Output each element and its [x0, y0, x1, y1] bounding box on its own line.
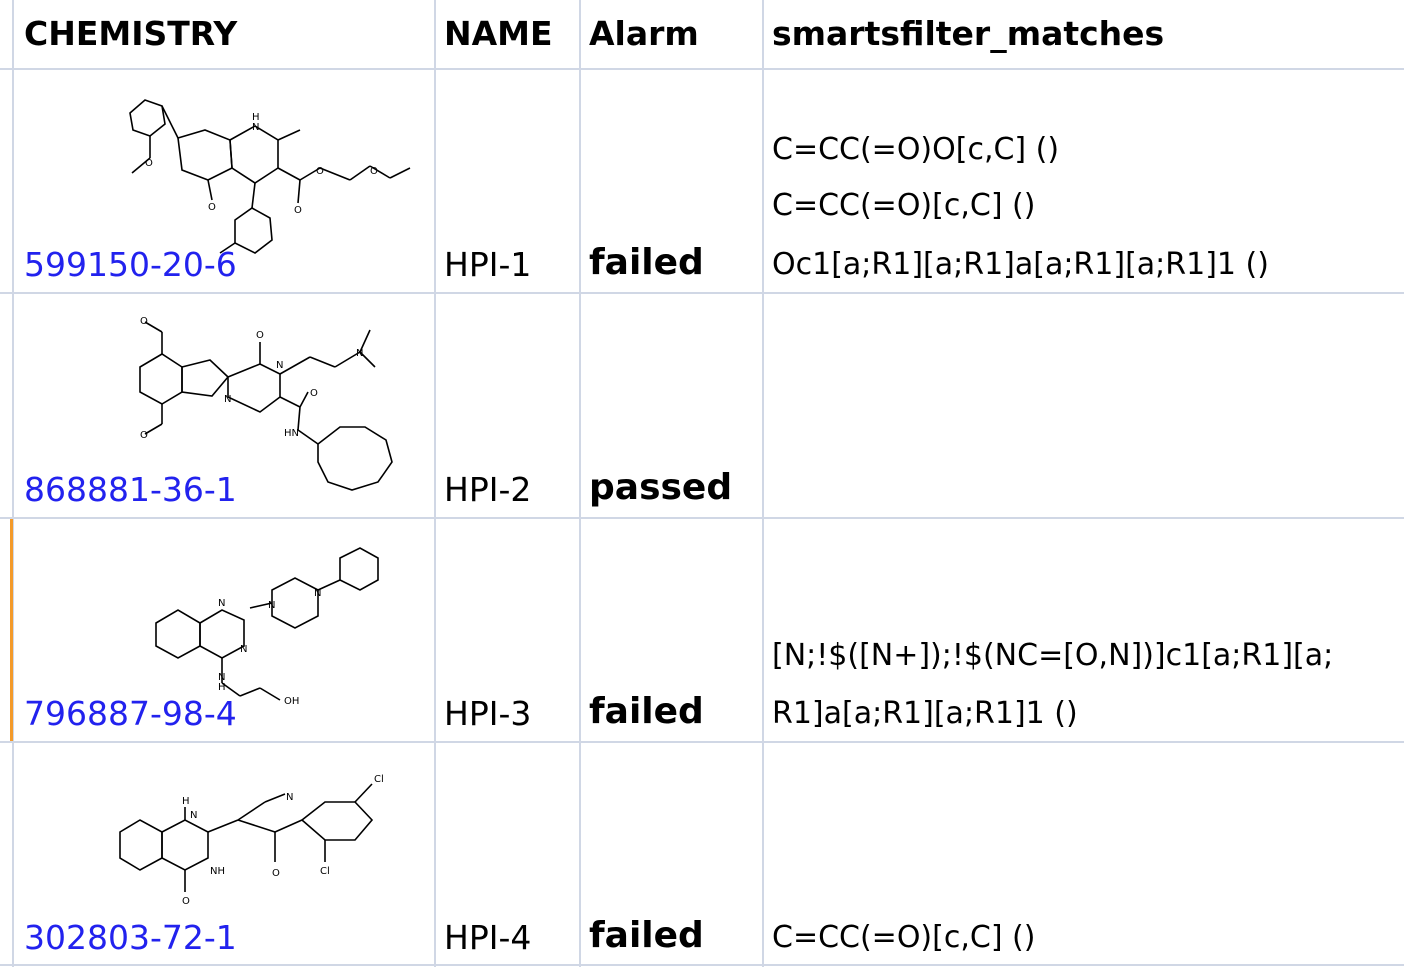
atom-label: N: [252, 122, 259, 133]
atom-label: O: [294, 205, 302, 216]
atom-label: O: [272, 868, 280, 879]
column-divider: [762, 0, 764, 967]
alarm-status: failed: [589, 691, 704, 732]
atom-label: N: [218, 598, 225, 609]
cas-number-link[interactable]: 868881-36-1: [24, 470, 237, 509]
header-alarm[interactable]: Alarm: [589, 14, 699, 53]
compound-name: HPI-4: [444, 918, 532, 957]
atom-label: O: [140, 316, 148, 327]
atom-label: HN: [284, 428, 299, 439]
smarts-match: C=CC(=O)[c,C] (): [772, 188, 1036, 223]
compound-name: HPI-2: [444, 470, 532, 509]
row-divider: [0, 964, 1404, 966]
cas-number-link[interactable]: 302803-72-1: [24, 918, 237, 957]
atom-label: H: [182, 796, 190, 807]
molecule-structure-image[interactable]: O O O N N N O HN: [120, 312, 420, 492]
row-divider: [0, 517, 1404, 519]
header-chemistry[interactable]: CHEMISTRY: [24, 14, 238, 53]
molecule-structure-image[interactable]: H N N NH O O Cl Cl: [110, 762, 420, 942]
atom-label: N: [286, 792, 293, 803]
column-divider: [12, 0, 14, 967]
atom-label: H: [218, 682, 226, 693]
molecule-structure-image[interactable]: N N N N N H OH: [140, 538, 400, 738]
alarm-status: passed: [589, 467, 733, 508]
atom-label: N: [276, 360, 283, 371]
atom-label: O: [145, 158, 153, 169]
atom-label: O: [256, 330, 264, 341]
atom-label: N: [218, 672, 225, 683]
smarts-match: [N;!$([N+]);!$(NC=[O,N])]c1[a;R1][a;: [772, 638, 1334, 673]
alarm-status: failed: [589, 242, 704, 283]
molecule-structure-image[interactable]: H N O O O O O: [120, 88, 420, 288]
column-divider: [434, 0, 436, 967]
atom-label: N: [224, 394, 231, 405]
atom-label: N: [240, 644, 247, 655]
atom-label: N: [314, 588, 321, 599]
atom-label: O: [370, 166, 378, 177]
smarts-match: C=CC(=O)[c,C] (): [772, 920, 1036, 955]
cas-number-link[interactable]: 599150-20-6: [24, 245, 237, 284]
compound-name: HPI-3: [444, 694, 532, 733]
atom-label: O: [316, 166, 324, 177]
atom-label: OH: [284, 696, 299, 707]
atom-label: O: [208, 202, 216, 213]
atom-label: N: [190, 810, 197, 821]
row-divider: [0, 68, 1404, 70]
atom-label: N: [356, 348, 363, 359]
atom-label: H: [252, 112, 260, 123]
header-smartsfilter-matches[interactable]: smartsfilter_matches: [772, 14, 1165, 53]
row-divider: [0, 741, 1404, 743]
atom-label: O: [310, 388, 318, 399]
cas-number-link[interactable]: 796887-98-4: [24, 694, 237, 733]
atom-label: Cl: [320, 866, 330, 877]
atom-label: O: [182, 896, 190, 907]
header-name[interactable]: NAME: [444, 14, 553, 53]
selected-cell-indicator: [10, 519, 13, 741]
column-divider: [579, 0, 581, 967]
alarm-status: failed: [589, 915, 704, 956]
row-divider: [0, 292, 1404, 294]
smarts-match: C=CC(=O)O[c,C] (): [772, 132, 1060, 167]
atom-label: O: [140, 430, 148, 441]
atom-label: NH: [210, 866, 225, 877]
atom-label: N: [268, 600, 275, 611]
smarts-match: R1]a[a;R1][a;R1]1 (): [772, 696, 1078, 731]
smarts-match: Oc1[a;R1][a;R1]a[a;R1][a;R1]1 (): [772, 247, 1269, 282]
atom-label: Cl: [374, 774, 384, 785]
compound-name: HPI-1: [444, 245, 532, 284]
